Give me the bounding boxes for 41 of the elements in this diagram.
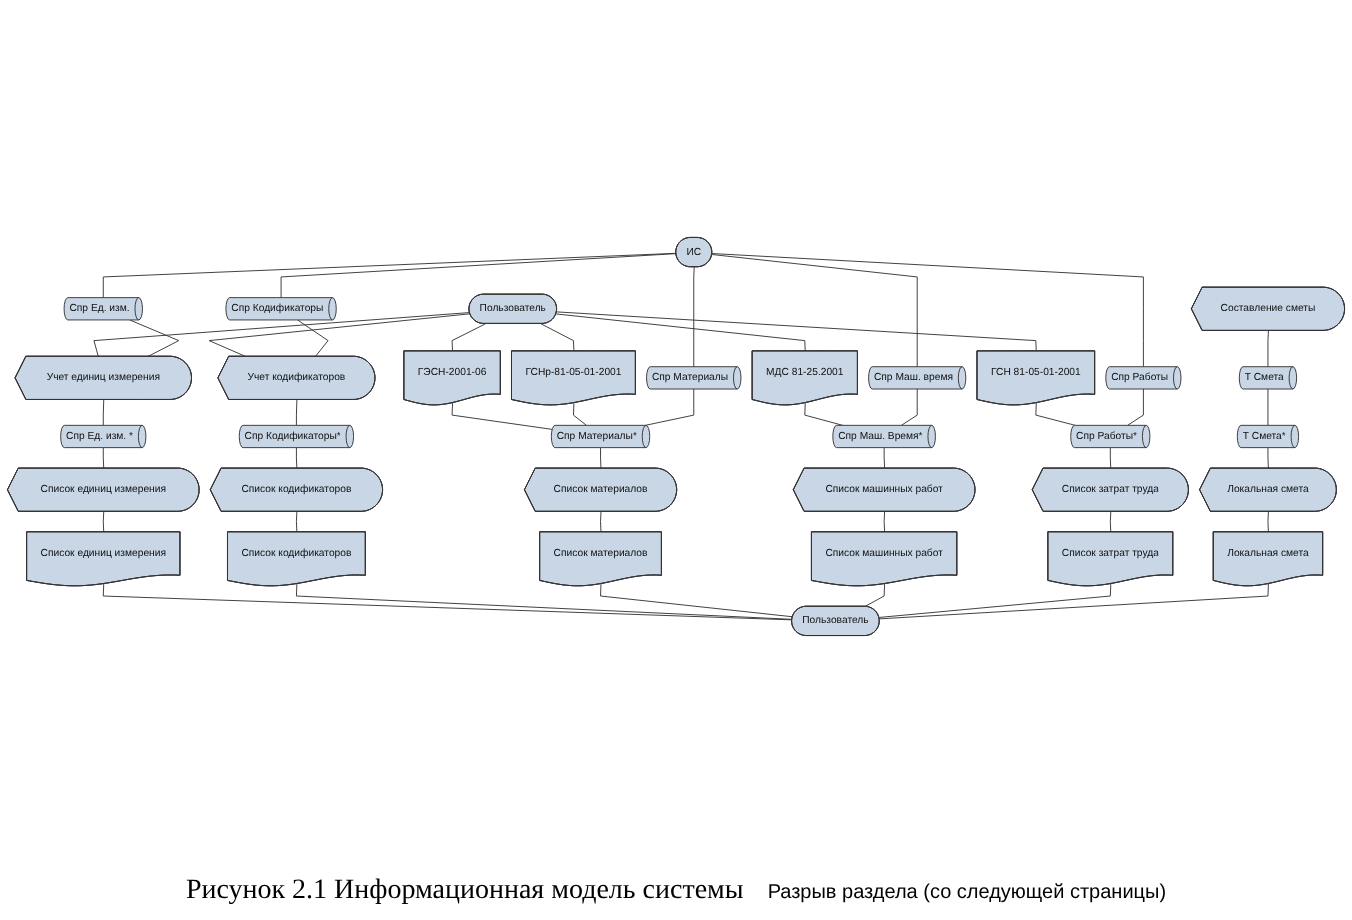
connector [102,252,677,298]
connector [451,322,486,352]
connector [883,510,886,533]
connector [102,398,105,426]
connector [879,583,1269,619]
connector [573,402,587,426]
connector [600,510,602,533]
connector [280,252,677,298]
connector [804,402,844,426]
figure-caption: Рисунок 2.1 Информационная модель системы [185,876,744,908]
connector [600,583,794,617]
connector [295,583,793,620]
connector [297,318,329,357]
connector [711,253,918,367]
connector [295,446,298,469]
connector [295,510,298,533]
connector [208,312,471,357]
connector [878,583,1112,618]
connector [600,446,602,469]
connector [93,311,471,357]
connector [555,312,806,352]
connector [883,446,886,469]
connector [711,252,1144,367]
connector [1267,329,1269,367]
connector [102,583,793,620]
connector [1267,510,1269,533]
connector [295,398,298,426]
connector [1035,402,1076,426]
connector [540,322,575,352]
connector [1109,510,1112,533]
connector [1267,446,1269,469]
connector [693,266,695,367]
connector [1109,446,1112,469]
connector [451,402,553,430]
connector [644,388,695,426]
connector [1267,388,1269,426]
connector [556,310,1037,352]
connector [102,510,105,533]
connector [864,583,886,607]
connector [102,446,105,469]
section-break-note: Разрыв раздела (со следующей страницы) [767,882,1167,904]
